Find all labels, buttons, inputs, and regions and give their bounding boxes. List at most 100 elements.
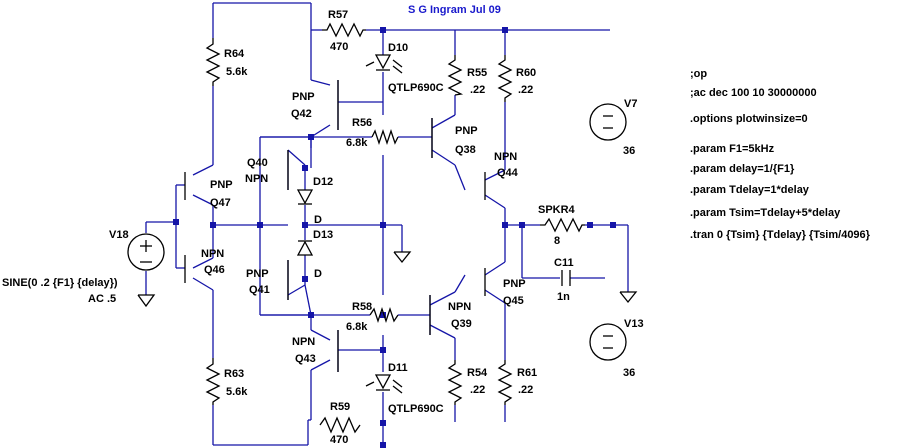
label-q43-type: NPN: [292, 336, 315, 348]
resistors: [205, 22, 585, 434]
label-r63-value: 5.6k: [226, 386, 248, 398]
wires: [145, 2, 629, 446]
label-q39-ref: Q39: [451, 318, 472, 330]
label-r55-ref: R55: [467, 67, 487, 79]
diode-d12: [296, 189, 314, 205]
label-q46-type: NPN: [201, 248, 224, 260]
net-label-d-lower: D: [314, 268, 322, 280]
junction-dots: [173, 27, 616, 448]
net-label-d-upper: D: [314, 214, 322, 226]
label-d10-ref: D10: [388, 42, 408, 54]
label-r60-ref: R60: [516, 67, 536, 79]
grounds: [137, 251, 638, 308]
label-r58-value: 6.8k: [346, 321, 368, 333]
speaker-spkr4: [540, 217, 585, 233]
label-v7-value: 36: [623, 145, 635, 157]
resistor-r59: [319, 416, 361, 434]
label-r63-ref: R63: [224, 368, 244, 380]
label-q47-type: PNP: [210, 179, 233, 191]
label-r59-ref: R59: [330, 401, 350, 413]
label-q47-ref: Q47: [210, 197, 231, 209]
label-c11-ref: C11: [554, 257, 574, 269]
label-q41-ref: Q41: [249, 284, 270, 296]
source-v18: [127, 233, 165, 271]
transistors: [184, 80, 486, 372]
resistor-r58: [369, 306, 399, 324]
led-d10: [365, 54, 403, 74]
led-d11: [365, 374, 403, 394]
voltage-sources: [127, 103, 627, 361]
resistor-r55: [447, 55, 464, 96]
directive-line: .options plotwinsize=0: [690, 113, 808, 125]
label-q44-ref: Q44: [497, 167, 519, 179]
label-q39-type: NPN: [448, 301, 471, 313]
label-r60-value: .22: [518, 84, 533, 96]
label-q41-type: PNP: [246, 268, 269, 280]
resistor-r54: [447, 360, 463, 405]
capacitor-c11: [561, 270, 571, 286]
label-r57-value: 470: [330, 41, 348, 53]
diode-d13: [296, 240, 314, 256]
label-r54-ref: R54: [467, 367, 488, 379]
label-r61-value: .22: [518, 384, 533, 396]
label-q42-ref: Q42: [291, 108, 312, 120]
label-d10-value: QTLP690C: [388, 82, 444, 94]
ground-icon: [619, 291, 638, 304]
resistor-r57: [322, 22, 366, 38]
label-r55-value: .22: [470, 84, 485, 96]
spice-directives: ;op ;ac dec 100 10 30000000 .options plo…: [690, 68, 871, 241]
directive-line: .param delay=1/{F1}: [690, 163, 795, 175]
directive-line: .param Tdelay=1*delay: [690, 184, 810, 196]
directive-line: ;op: [690, 68, 707, 80]
label-q38-ref: Q38: [455, 144, 476, 156]
label-r61-ref: R61: [517, 367, 537, 379]
label-v18-ac: AC .5: [88, 293, 116, 305]
label-d11-ref: D11: [388, 362, 408, 374]
label-v18-source: SINE(0 .2 {F1} {delay}): [2, 277, 118, 289]
resistor-r56: [371, 128, 399, 146]
label-d11-value: QTLP690C: [388, 403, 444, 415]
label-r58-ref: R58: [352, 301, 372, 313]
labels: S G Ingram Jul 09 R57 470 R64 5.6k D10 Q…: [2, 4, 644, 446]
schematic-title: S G Ingram Jul 09: [408, 4, 501, 16]
resistor-r60: [497, 55, 513, 102]
label-r64-ref: R64: [224, 48, 245, 60]
label-q43-ref: Q43: [295, 353, 316, 365]
label-q40-ref: Q40: [247, 157, 268, 169]
directive-line: ;ac dec 100 10 30000000: [690, 87, 817, 99]
label-d12-ref: D12: [313, 176, 333, 188]
source-v13: [589, 323, 627, 361]
label-spkr4-ref: SPKR4: [538, 204, 576, 216]
label-r56-ref: R56: [352, 117, 372, 129]
resistor-r61: [497, 360, 513, 405]
resistor-r63: [205, 358, 221, 405]
label-r57-ref: R57: [328, 9, 348, 21]
resistor-r64: [205, 38, 221, 86]
label-r64-value: 5.6k: [226, 66, 248, 78]
label-d13-ref: D13: [313, 229, 333, 241]
label-c11-value: 1n: [557, 291, 570, 303]
label-r59-value: 470: [330, 434, 348, 446]
label-v7-ref: V7: [624, 98, 637, 110]
label-q44-type: NPN: [494, 151, 517, 163]
label-q46-ref: Q46: [204, 264, 225, 276]
label-q40-type: NPN: [245, 173, 268, 185]
label-q45-type: PNP: [503, 278, 526, 290]
label-v18-ref: V18: [109, 229, 129, 241]
ground-icon: [393, 251, 412, 264]
directive-line: .tran 0 {Tsim} {Tdelay} {Tsim/4096}: [690, 229, 871, 241]
label-v13-value: 36: [623, 367, 635, 379]
label-v13-ref: V13: [624, 318, 644, 330]
directive-line: .param Tsim=Tdelay+5*delay: [690, 207, 841, 219]
label-q45-ref: Q45: [503, 295, 524, 307]
source-v7: [589, 103, 627, 141]
label-q38-type: PNP: [455, 125, 478, 137]
label-r56-value: 6.8k: [346, 137, 368, 149]
label-r54-value: .22: [470, 384, 485, 396]
label-spkr4-value: 8: [554, 235, 560, 247]
label-q42-type: PNP: [292, 91, 315, 103]
directive-line: .param F1=5kHz: [690, 143, 775, 155]
ground-icon: [137, 294, 156, 308]
diodes: [296, 54, 403, 394]
